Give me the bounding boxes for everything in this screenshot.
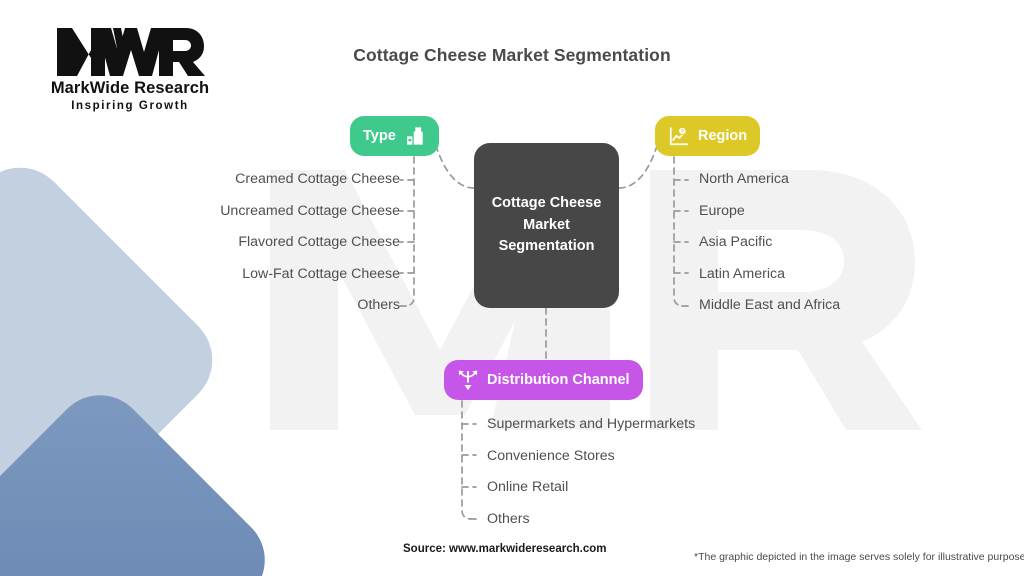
source-label: Source: www.markwideresearch.com	[403, 543, 607, 555]
list-item: Flavored Cottage Cheese	[238, 234, 400, 250]
list-item: Europe	[699, 202, 745, 219]
brand-logo: MarkWide Research Inspiring Growth	[30, 26, 230, 112]
branch-items-distribution-channel: Supermarkets and Hypermarkets Convenienc…	[487, 417, 695, 543]
list-item: Online Retail	[487, 479, 569, 495]
list-item: Asia Pacific	[699, 234, 773, 250]
branch-badge-region[interactable]: ? Region	[655, 116, 761, 156]
list-item: Low-Fat Cottage Cheese	[242, 265, 400, 282]
mwr-logo-mark	[57, 28, 205, 76]
list-item: Supermarkets and Hypermarkets	[487, 416, 696, 432]
list-item: North America	[699, 171, 789, 187]
page-title: Cottage Cheese Market Segmentation	[353, 45, 671, 65]
list-item: Latin America	[699, 265, 785, 282]
brand-tagline: Inspiring Growth	[71, 100, 189, 112]
list-item: Uncreamed Cottage Cheese	[220, 202, 400, 219]
branch-badge-distribution-channel-label: Distribution Channel	[487, 372, 630, 388]
disclaimer-label: *The graphic depicted in the image serve…	[694, 551, 1024, 563]
list-item: Convenience Stores	[487, 447, 615, 464]
list-item: Creamed Cottage Cheese	[235, 171, 400, 187]
branch-badge-distribution-channel[interactable]: Distribution Channel	[444, 360, 643, 400]
list-item: Others	[357, 297, 400, 313]
branch-items-type: Creamed Cottage Cheese Uncreamed Cottage…	[150, 172, 400, 330]
svg-text:?: ?	[681, 128, 685, 134]
center-node: Cottage Cheese Market Segmentation	[474, 143, 619, 308]
list-item: Middle East and Africa	[699, 297, 841, 313]
brand-name: MarkWide Research	[50, 79, 210, 97]
list-item: Others	[487, 510, 530, 527]
branch-badge-region-label: Region	[698, 128, 748, 144]
chart-question-icon: ?	[668, 125, 690, 147]
milk-carton-icon	[404, 125, 426, 147]
branching-arrow-icon	[457, 369, 479, 391]
center-node-label: Cottage Cheese Market Segmentation	[491, 195, 602, 255]
branch-badge-type-label: Type	[363, 128, 396, 144]
branch-items-region: North America Europe Asia Pacific Latin …	[699, 172, 840, 330]
branch-badge-type[interactable]: Type	[350, 116, 439, 156]
